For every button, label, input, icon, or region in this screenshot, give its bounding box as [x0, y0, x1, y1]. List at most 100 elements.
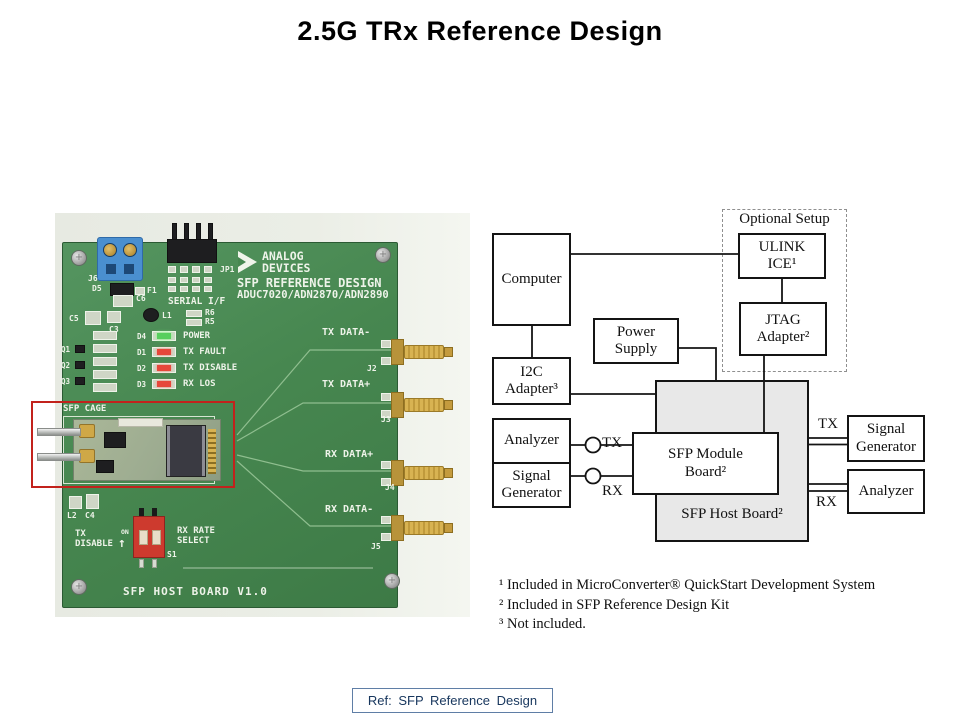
ref-c6: C6 — [136, 294, 146, 303]
signal-generator-right-label: Signal Generator — [856, 421, 916, 455]
pad — [192, 286, 200, 292]
component-c4 — [86, 494, 99, 509]
signal-generator-right-box: Signal Generator — [847, 415, 925, 462]
terminal-screw-icon — [103, 243, 117, 257]
led-label: TX FAULT — [183, 347, 227, 357]
sfp-cage-label: SFP CAGE — [63, 404, 107, 414]
tx-disable-led — [152, 363, 176, 373]
dip-toggle — [152, 530, 161, 545]
i2c-adapter-box: I2C Adapter³ — [492, 357, 571, 405]
ref-c4: C4 — [85, 511, 95, 520]
component — [93, 331, 117, 340]
board-title: SFP REFERENCE DESIGN — [237, 276, 382, 290]
pad — [204, 277, 212, 283]
brand-line1: ANALOG — [262, 249, 304, 263]
component-l1 — [143, 308, 159, 322]
sma-barrel — [404, 521, 444, 535]
component — [75, 377, 85, 385]
ref-j5: J5 — [371, 542, 381, 551]
ref-q2: Q2 — [61, 361, 71, 370]
jtag-adapter-label: JTAG Adapter² — [756, 311, 810, 345]
rx-los-led — [152, 379, 176, 389]
i2c-adapter-label: I2C Adapter³ — [505, 363, 558, 397]
dip-pin — [152, 508, 157, 516]
ref-f1: F1 — [147, 286, 157, 295]
pad — [381, 393, 391, 401]
component-c5 — [85, 311, 101, 325]
module-ic — [96, 460, 114, 473]
signal-generator-left-box: Signal Generator — [492, 462, 571, 508]
component — [93, 357, 117, 366]
ref-q1: Q1 — [61, 345, 71, 354]
rx-rate-select-label: RX RATE SELECT — [177, 526, 215, 546]
power-supply-box: Power Supply — [593, 318, 679, 364]
rx-left-label: RX — [602, 483, 623, 499]
screw-icon: + — [71, 579, 87, 595]
tx-right-label: TX — [818, 416, 838, 432]
sfp-cage-annotation — [31, 401, 235, 488]
terminal-slot — [106, 264, 116, 274]
connector-label: RX DATA- — [325, 504, 374, 515]
sma-tip — [444, 468, 453, 478]
tx-left-label: TX — [602, 435, 622, 451]
ulink-ice-box: ULINK ICE¹ — [738, 233, 826, 279]
board-name: SFP HOST BOARD V1.0 — [123, 585, 268, 598]
pad — [168, 286, 176, 292]
component-l2 — [69, 496, 82, 509]
power-terminal-block — [97, 237, 143, 281]
led-ref: D1 — [137, 348, 147, 357]
pad — [168, 266, 176, 273]
ref-q3: Q3 — [61, 377, 71, 386]
optional-setup-label: Optional Setup — [739, 211, 830, 227]
tx-disable-label: TX DISABLE — [75, 529, 113, 549]
ref-r5: R5 — [205, 317, 215, 326]
signal-generator-left-label: Signal Generator — [501, 467, 562, 501]
sma-barrel — [404, 398, 444, 412]
arrow-up-icon: ↑ — [118, 536, 126, 551]
analyzer-left-box: Analyzer — [492, 418, 571, 464]
footnote-2: ² Included in SFP Reference Design Kit — [499, 597, 730, 613]
pad — [204, 286, 212, 292]
led-ref: D2 — [137, 364, 147, 373]
jtag-adapter-box: JTAG Adapter² — [739, 302, 827, 356]
pad — [381, 357, 391, 365]
module-connector — [118, 418, 163, 427]
pad — [180, 277, 188, 283]
tx-fault-led — [152, 347, 176, 357]
module-main-ic — [166, 425, 206, 477]
analog-devices-logo — [238, 251, 257, 273]
ulink-ice-label: ULINK ICE¹ — [758, 238, 806, 272]
gold-fingers — [208, 429, 216, 474]
analyzer-right-box: Analyzer — [847, 469, 925, 514]
pad — [180, 266, 188, 273]
led-label: RX LOS — [183, 379, 216, 389]
ref-j3: J3 — [381, 415, 391, 424]
pad — [192, 277, 200, 283]
ref-d5: D5 — [92, 284, 102, 293]
dip-pin — [152, 559, 157, 568]
ref-c3: C3 — [109, 325, 119, 334]
computer-box: Computer — [492, 233, 571, 326]
screw-icon: + — [384, 573, 400, 589]
ref-r6: R6 — [205, 308, 215, 317]
reference-label: Ref: SFP Reference Design — [367, 693, 538, 708]
pad — [204, 266, 212, 273]
component-f1 — [135, 287, 145, 295]
sma-tip — [444, 400, 453, 410]
page-title: 2.5G TRx Reference Design — [297, 16, 663, 46]
sfp-host-board-label: SFP Host Board² — [681, 506, 783, 522]
sma-connector-j5 — [391, 515, 404, 541]
led-ref: D3 — [137, 380, 147, 389]
ref-jp1: JP1 — [220, 265, 235, 274]
dip-pin — [139, 508, 144, 516]
led-label: TX DISABLE — [183, 363, 238, 373]
pad — [180, 286, 188, 292]
connector-label: TX DATA+ — [322, 379, 371, 390]
reference-box: Ref: SFP Reference Design — [352, 688, 553, 713]
pad — [168, 277, 176, 283]
sfp-module-board-box: SFP Module Board² — [632, 432, 779, 495]
pad — [381, 340, 391, 348]
brand-line2: DEVICES — [262, 261, 311, 275]
analyzer-right-label: Analyzer — [858, 482, 914, 499]
dip-switch-s1 — [133, 516, 165, 558]
